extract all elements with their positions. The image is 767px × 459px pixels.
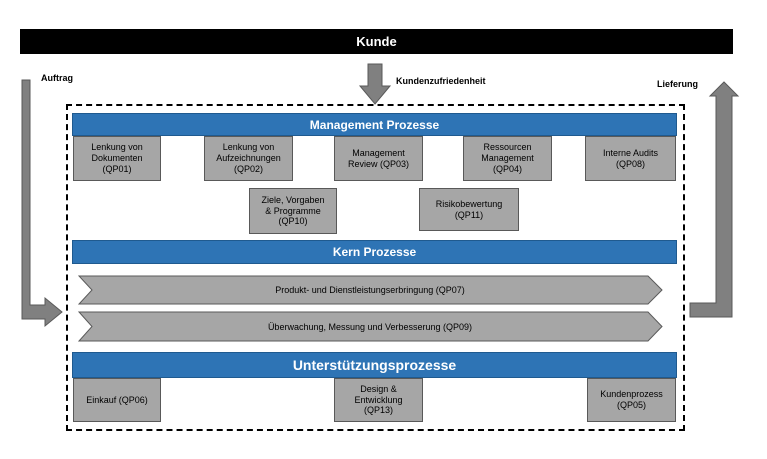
satisfaction-arrow bbox=[358, 63, 392, 105]
process-boundary bbox=[66, 104, 685, 431]
lieferung-arrow bbox=[689, 81, 740, 318]
chevron-qp07 bbox=[78, 275, 663, 305]
kundenzufriedenheit-label: Kundenzufriedenheit bbox=[396, 76, 486, 86]
support-section-header: Unterstützungsprozesse bbox=[72, 352, 677, 378]
customer-bar: Kunde bbox=[20, 29, 733, 54]
chevron-qp09 bbox=[78, 311, 663, 342]
chevron-qp07-label[interactable]: Produkt- und Dienstleistungserbringung (… bbox=[275, 285, 465, 295]
support-section-title: Unterstützungsprozesse bbox=[292, 357, 457, 373]
process-box-qp06[interactable]: Einkauf (QP06) bbox=[73, 378, 161, 422]
core-section-header: Kern Prozesse bbox=[72, 240, 677, 264]
process-box-qp10[interactable]: Ziele, Vorgaben& Programme(QP10) bbox=[249, 188, 337, 234]
management-section-title: Management Prozesse bbox=[309, 117, 440, 132]
lieferung-label: Lieferung bbox=[657, 79, 699, 89]
auftrag-arrow bbox=[21, 79, 63, 328]
management-section-header: Management Prozesse bbox=[72, 113, 677, 136]
chevron-qp09-label[interactable]: Überwachung, Messung und Verbesserung (Q… bbox=[267, 321, 473, 332]
process-box-qp13[interactable]: Design &Entwicklung(QP13) bbox=[334, 378, 423, 422]
customer-label: Kunde bbox=[356, 34, 397, 49]
process-box-qp11[interactable]: Risikobewertung(QP11) bbox=[419, 188, 519, 231]
auftrag-label: Auftrag bbox=[41, 73, 73, 83]
process-box-qp05[interactable]: Kundenprozess(QP05) bbox=[587, 378, 676, 422]
core-section-title: Kern Prozesse bbox=[332, 245, 417, 259]
process-box-qp08[interactable]: Interne Audits(QP08) bbox=[585, 136, 676, 181]
